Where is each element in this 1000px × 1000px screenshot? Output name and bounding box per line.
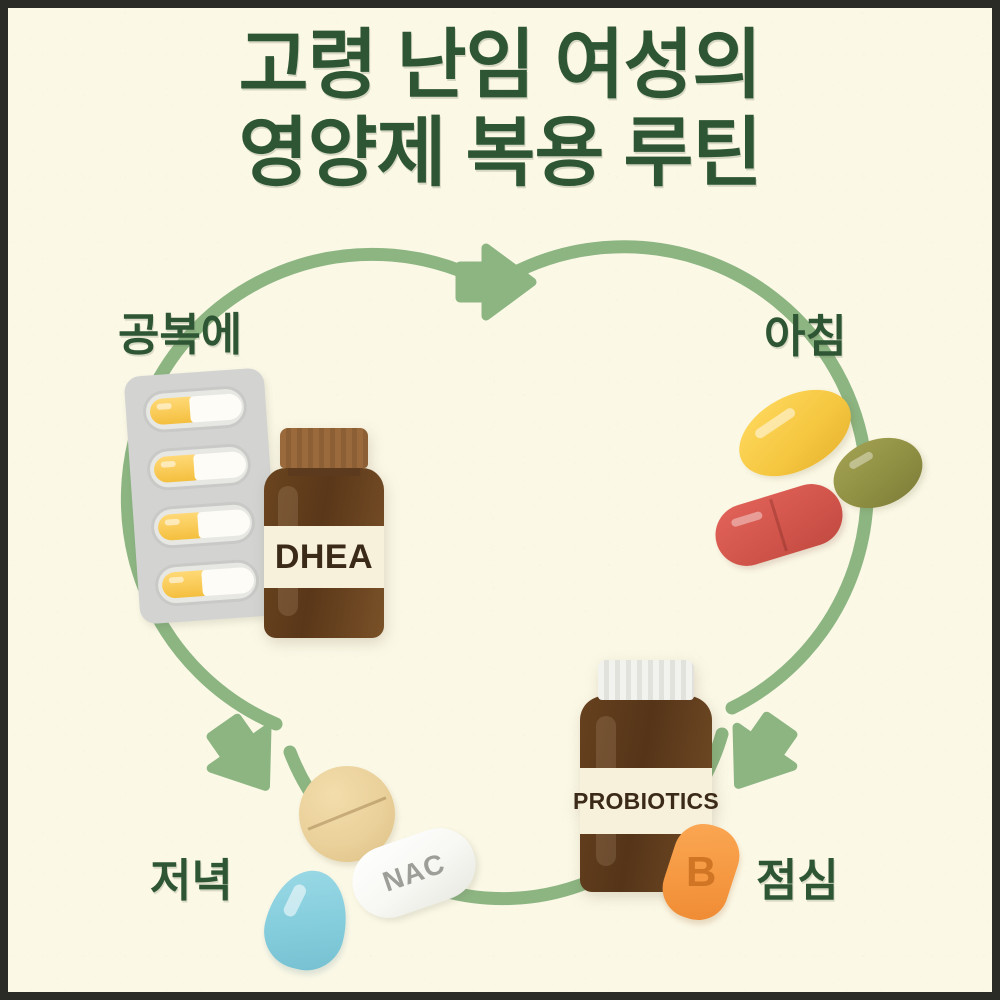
tablet-score-line [769,498,788,552]
cycle-diagram: 공복에 아침 저녁 점심 [8,8,992,992]
dhea-bottle-icon: DHEA [258,428,390,638]
bottle-label: PROBIOTICS [573,768,719,834]
title-line-2: 영양제 복용 루틴 [238,111,763,197]
vitamin-b-tablet-text: B [685,848,717,895]
page-title: 고령 난임 여성의 영양제 복용 루틴 [8,22,992,198]
label-morning: 아침 [764,311,847,362]
label-fasting: 공복에 [118,309,243,360]
capsule-cap [149,396,195,426]
blister-cell [141,384,249,434]
blister-cell [145,442,253,492]
bottle-cap [280,428,368,468]
tablet-score-line [307,796,387,831]
blister-pack-icon [123,367,281,625]
poster-canvas: 고령 난임 여성의 영양제 복용 루틴 [8,8,992,992]
bottle-label-text: PROBIOTICS [572,787,720,814]
blister-cell [149,500,257,550]
bottle-label-text: DHEA [274,537,374,576]
capsule-body [189,393,243,423]
capsule-cap [157,512,203,542]
arrow-bottom-left-icon [206,713,272,791]
title-line-1: 고령 난임 여성의 [238,23,763,108]
nac-tablet-text: NAC [378,847,449,898]
arrow-top-right-icon [455,243,537,321]
capsule-cap [153,454,199,484]
capsule-body [193,450,247,481]
label-lunch: 점심 [756,855,839,906]
capsule-body [197,508,251,539]
capsule-body [201,566,255,597]
capsule-cap [161,569,207,599]
blister-cell [153,558,261,608]
label-evening: 저녁 [150,855,233,906]
arrow-bottom-right-icon [732,711,798,789]
bottle-label: DHEA [264,526,384,588]
bottle-cap [598,660,694,700]
